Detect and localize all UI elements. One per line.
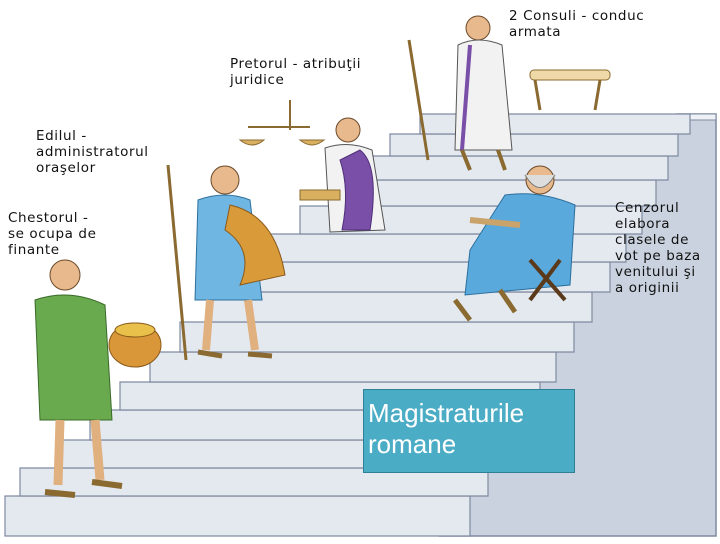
cenzor-figure (453, 165, 576, 322)
chestor-label: Chestorul - se ocupa de finante (8, 210, 97, 258)
edil-label: Edilul - administratorul oraşelor (36, 128, 149, 176)
diagram-title: Magistraturile romane (368, 398, 525, 459)
chestor-figure (34, 259, 162, 498)
title-box: Magistraturile romane (363, 389, 575, 473)
pretor-figure (238, 100, 386, 233)
pretor-label: Pretorul - atribuţii juridice (230, 56, 362, 88)
cenzor-label: Cenzorul elabora clasele de vot pe baza … (615, 200, 701, 296)
consuli-label: 2 Consuli - conduc armata (509, 8, 645, 40)
consul-figure (407, 15, 611, 171)
edil-figure (166, 164, 286, 361)
